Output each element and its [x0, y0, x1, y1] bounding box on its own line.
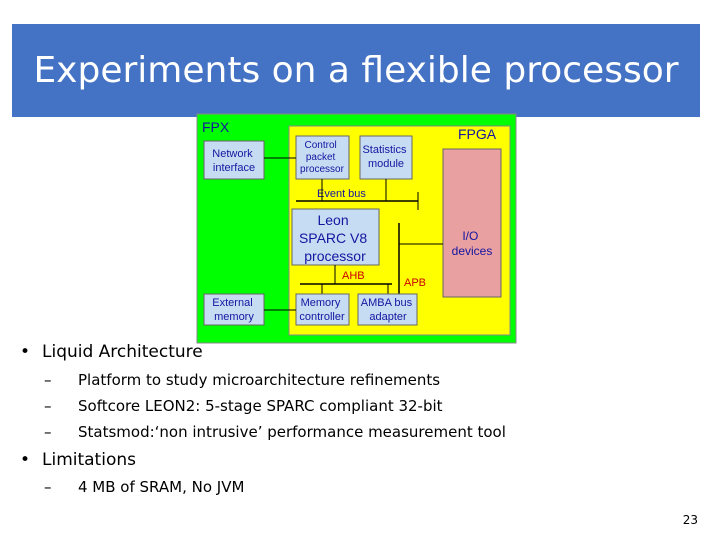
slide-title: Experiments on a flexible processor — [33, 50, 679, 91]
io-devices-block — [442, 148, 502, 298]
amba-bus-adapter-label: AMBA bus adapter — [361, 297, 415, 323]
dash-marker: – — [44, 478, 52, 496]
page-number: 23 — [682, 513, 698, 527]
ahb-label: AHB — [342, 270, 365, 282]
sub-bullet-item: – Platform to study microarchitecture ref… — [44, 371, 440, 389]
fpga-label: FPGA — [458, 126, 497, 142]
sub-bullet-item: – Softcore LEON2: 5-stage SPARC compliant… — [44, 397, 443, 415]
title-bar: Experiments on a flexible processor — [12, 24, 700, 117]
dash-marker: – — [44, 397, 52, 415]
io-devices-label: I/O devices — [452, 229, 493, 258]
bullet-marker: • — [20, 342, 31, 362]
leon-processor-block — [291, 208, 380, 266]
bullet-item: • Liquid Architecture — [20, 342, 203, 362]
sub-bullet-text: Softcore LEON2: 5-stage SPARC compliant … — [78, 397, 443, 415]
network-interface-block — [203, 140, 265, 180]
network-interface-label: Network interface — [212, 148, 255, 174]
event-bus-label: Event bus — [317, 188, 366, 200]
external-memory-block — [203, 293, 265, 326]
amba-bus-adapter-block — [357, 293, 418, 326]
sub-bullet-item: – Statsmod:‘non intrusive’ performance me… — [44, 423, 506, 441]
sub-bullet-text: Platform to study microarchitecture refi… — [78, 371, 441, 389]
external-memory-label: External memory — [212, 297, 255, 323]
sub-bullet-text: 4 MB of SRAM, No JVM — [78, 478, 245, 496]
dash-marker: – — [44, 423, 52, 441]
bullet-text: Limitations — [42, 450, 136, 470]
fpx-label: FPX — [202, 119, 230, 135]
memory-controller-label: Memory controller — [299, 297, 345, 323]
bullet-text: Liquid Architecture — [42, 342, 203, 362]
leon-processor-label: Leon SPARC V8 processor — [299, 212, 371, 264]
bullet-marker: • — [20, 450, 31, 470]
statistics-module-label: Statistics module — [362, 144, 409, 170]
dash-marker: – — [44, 371, 52, 389]
statistics-module-block — [359, 135, 413, 180]
apb-label: APB — [404, 277, 426, 289]
memory-controller-block — [295, 293, 350, 326]
control-packet-processor-label: Control packet processor — [300, 140, 345, 175]
sub-bullet-item: – 4 MB of SRAM, No JVM — [44, 478, 244, 496]
sub-bullet-text: Statsmod:‘non intrusive’ performance mea… — [78, 423, 506, 441]
bullet-item: • Limitations — [20, 450, 136, 470]
